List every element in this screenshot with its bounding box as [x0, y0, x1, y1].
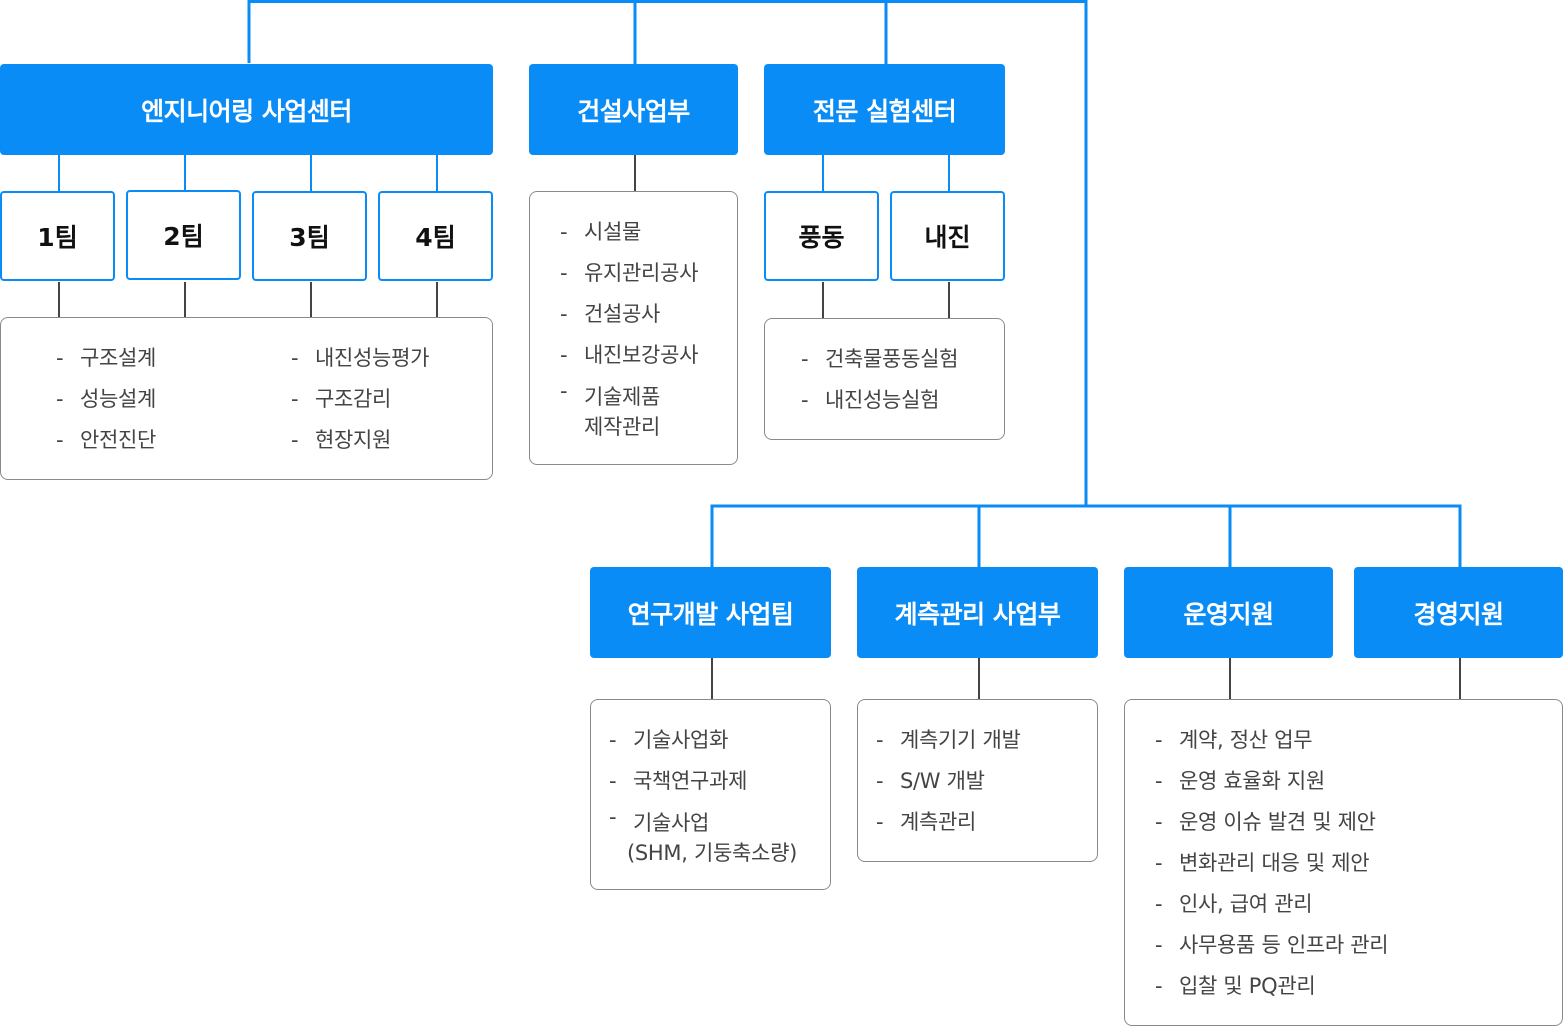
wind-tunnel-team-box: 풍동 — [764, 191, 879, 281]
task-item: 계측기기 개발 — [876, 720, 1021, 761]
task-item: 입찰 및 PQ관리 — [1155, 966, 1388, 1007]
primary-connectors — [247, 0, 1462, 568]
construction-tasks: 시설물 유지관리공사 건설공사 내진보강공사 기술제품 제작관리 — [560, 212, 698, 442]
construction-division-header: 건설사업부 — [529, 64, 738, 155]
engineering-tasks-panel: 구조설계 성능설계 안전진단 내진성능평가 구조감리 현장지원 — [0, 317, 493, 480]
engineering-tasks-right: 내진성능평가 구조감리 현장지원 — [291, 338, 429, 461]
lab-tasks: 건축물풍동실험 내진성능실험 — [801, 339, 958, 421]
task-item: 구조감리 — [291, 379, 429, 420]
support-tasks-panel: 계약, 정산 업무 운영 효율화 지원 운영 이슈 발견 및 제안 변화관리 대… — [1124, 699, 1563, 1026]
team-connectors — [58, 155, 950, 191]
management-support-header: 경영지원 — [1354, 567, 1563, 658]
task-item: 현장지원 — [291, 420, 429, 461]
rnd-tasks: 기술사업화 국책연구과제 기술사업 (SHM, 기둥축소량) — [609, 720, 797, 868]
measurement-tasks-panel: 계측기기 개발 S/W 개발 계측관리 — [857, 699, 1098, 862]
task-line: 기술제품 — [584, 385, 661, 409]
task-item: 내진보강공사 — [560, 335, 698, 376]
task-line: (SHM, 기둥축소량) — [627, 841, 797, 865]
task-item: 국책연구과제 — [609, 761, 797, 802]
task-item: 인사, 급여 관리 — [1155, 884, 1388, 925]
team-1-box: 1팀 — [0, 191, 115, 281]
measurement-tasks: 계측기기 개발 S/W 개발 계측관리 — [876, 720, 1021, 843]
task-item: 유지관리공사 — [560, 253, 698, 294]
engineering-center-header: 엔지니어링 사업센터 — [0, 64, 493, 155]
task-item: 성능설계 — [56, 379, 156, 420]
task-item: 시설물 — [560, 212, 698, 253]
task-item: 내진성능평가 — [291, 338, 429, 379]
task-item: 내진성능실험 — [801, 380, 958, 421]
task-item: 변화관리 대응 및 제안 — [1155, 843, 1388, 884]
task-item: 건설공사 — [560, 294, 698, 335]
task-line: 기술사업 — [633, 811, 710, 835]
task-line: 제작관리 — [584, 415, 661, 439]
seismic-team-box: 내진 — [890, 191, 1005, 281]
task-item: 사무용품 등 인프라 관리 — [1155, 925, 1389, 966]
task-item: 기술제품 제작관리 — [560, 376, 698, 442]
measurement-division-header: 계측관리 사업부 — [857, 567, 1098, 658]
top-bus — [247, 0, 1088, 506]
lab-tasks-panel: 건축물풍동실험 내진성능실험 — [764, 318, 1005, 440]
task-item: S/W 개발 — [876, 761, 1021, 802]
lower-bus — [710, 504, 1462, 568]
construction-tasks-panel: 시설물 유지관리공사 건설공사 내진보강공사 기술제품 제작관리 — [529, 191, 738, 465]
team-3-box: 3팀 — [252, 191, 367, 281]
task-item: 안전진단 — [56, 420, 156, 461]
task-item: 계약, 정산 업무 — [1155, 720, 1388, 761]
task-item: 계측관리 — [876, 802, 1021, 843]
task-item: 기술사업화 — [609, 720, 797, 761]
team-2-box: 2팀 — [126, 190, 241, 280]
task-connectors — [58, 155, 1461, 700]
rnd-team-header: 연구개발 사업팀 — [590, 567, 831, 658]
support-tasks: 계약, 정산 업무 운영 효율화 지원 운영 이슈 발견 및 제안 변화관리 대… — [1155, 720, 1389, 1007]
lab-center-header: 전문 실험센터 — [764, 64, 1005, 155]
task-item: 건축물풍동실험 — [801, 339, 958, 380]
team-4-box: 4팀 — [378, 191, 493, 281]
task-item: 구조설계 — [56, 338, 156, 379]
task-item: 운영 효율화 지원 — [1155, 761, 1388, 802]
operations-support-header: 운영지원 — [1124, 567, 1333, 658]
task-item: 기술사업 (SHM, 기둥축소량) — [609, 802, 797, 868]
task-item: 운영 이슈 발견 및 제안 — [1155, 802, 1388, 843]
rnd-tasks-panel: 기술사업화 국책연구과제 기술사업 (SHM, 기둥축소량) — [590, 699, 831, 890]
engineering-tasks-left: 구조설계 성능설계 안전진단 — [56, 338, 156, 461]
